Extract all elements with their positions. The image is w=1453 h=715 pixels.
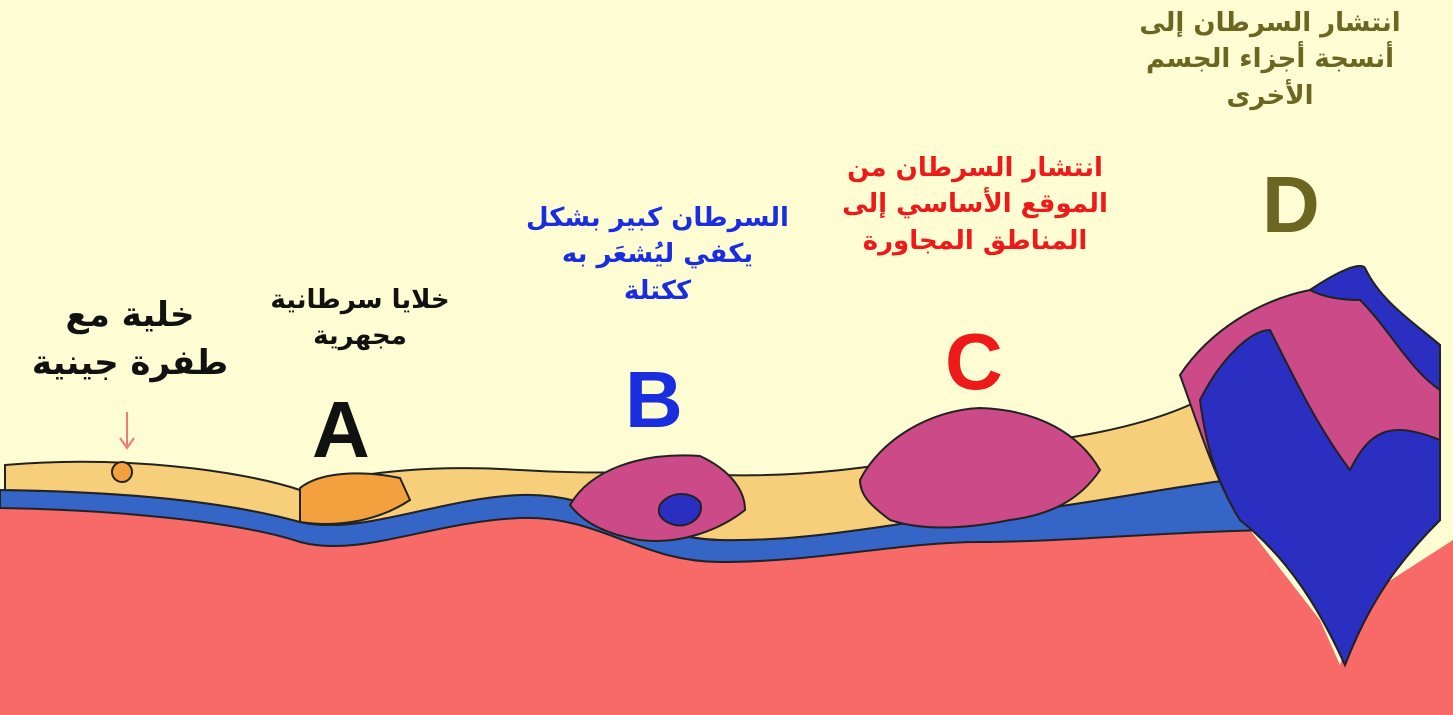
label-stage-c-line-3: المناطق المجاورة [815,223,1135,259]
label-mutated-cell: خلية مع طفرة جينية [10,292,250,387]
lump-invasive-core [659,494,701,525]
label-stage-a-line-1: خلايا سرطانية [240,282,480,318]
label-stage-d-line-2: أنسجة أجزاء الجسم [1105,41,1435,77]
label-stage-c-line-1: انتشار السرطان من [815,150,1135,186]
label-stage-d-line-3: الأخرى [1105,78,1435,114]
label-stage-d: انتشار السرطان إلى أنسجة أجزاء الجسم الأ… [1105,5,1435,114]
stage-letter-a: A [312,390,370,470]
label-stage-a: خلايا سرطانية مجهرية [240,282,480,355]
label-stage-b-line-3: ككتلة [495,273,820,309]
label-stage-a-line-2: مجهرية [240,318,480,354]
label-stage-d-line-1: انتشار السرطان إلى [1105,5,1435,41]
label-stage-c: انتشار السرطان من الموقع الأساسي إلى الم… [815,150,1135,259]
stage-letter-d: D [1262,165,1320,245]
stage-letter-c: C [945,322,1003,402]
label-mutated-cell-line-1: خلية مع [10,292,250,340]
stage-letter-b: B [625,360,683,440]
label-stage-b-line-1: السرطان كبير بشكل [495,200,820,236]
mutation-arrow [120,412,134,448]
mutated-cell [112,462,132,482]
label-stage-c-line-2: الموقع الأساسي إلى [815,186,1135,222]
label-stage-b: السرطان كبير بشكل يكفي ليُشعَر به ككتلة [495,200,820,309]
label-mutated-cell-line-2: طفرة جينية [10,340,250,388]
label-stage-b-line-2: يكفي ليُشعَر به [495,236,820,272]
